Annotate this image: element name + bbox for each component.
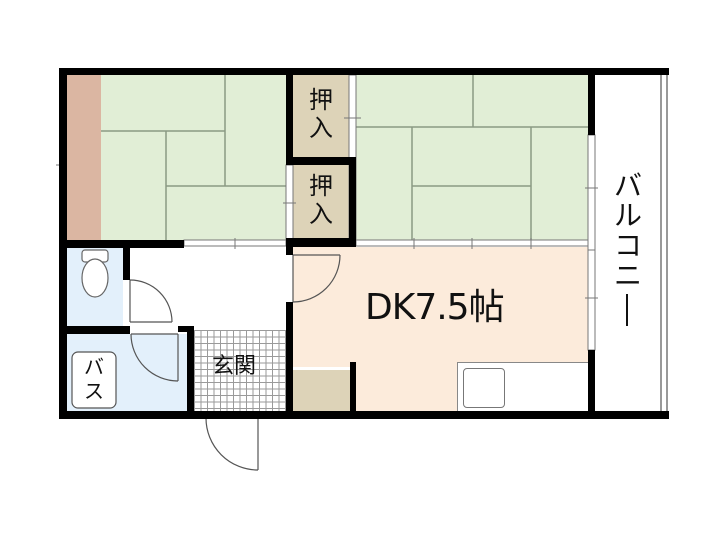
wall-closet-right	[349, 157, 356, 247]
wall-dk-top	[286, 238, 356, 247]
genkan-label: 玄関	[212, 354, 257, 379]
wall-toilet-bottom	[59, 326, 130, 334]
closet-upper-char-2: 入	[309, 114, 333, 142]
dk-storage	[293, 367, 350, 414]
balcony-char: ル	[613, 199, 642, 232]
room-closet-upper	[293, 75, 349, 157]
closet-lower-char-1: 押	[309, 172, 333, 200]
balcony-char: コ	[613, 229, 642, 262]
closet-lower-label: 押 入	[303, 174, 339, 226]
wall-center-vertical	[286, 68, 293, 165]
dk-label: DK7.5帖	[365, 287, 505, 328]
wall-bath-right	[187, 326, 194, 419]
room-closet-lower	[293, 165, 349, 238]
wall-bottom	[59, 411, 669, 419]
room-genkan	[194, 330, 287, 412]
wall-dk-left-lower	[286, 302, 293, 419]
bath-char-2: ス	[84, 379, 104, 403]
balcony-char	[612, 292, 644, 328]
wall-closet-divider	[286, 157, 356, 165]
closet-lower-char-2: 入	[309, 200, 333, 228]
wall-dk-left-upper	[286, 238, 293, 255]
wall-balcony-divider-bottom	[588, 350, 595, 419]
bath-char-1: バ	[84, 355, 104, 379]
bath-label: バ ス	[78, 357, 110, 401]
room-washitsu-right	[356, 75, 588, 240]
wall-top	[59, 68, 669, 75]
wall-toilet-right	[123, 240, 130, 280]
sink-icon	[463, 368, 505, 408]
wall-storage-right	[350, 362, 356, 419]
wall-balcony-divider-top	[588, 68, 595, 135]
wall-genkan-top	[178, 326, 194, 332]
balcony-label: バ ル コ ニ	[612, 172, 644, 328]
tokonoma-strip	[67, 75, 101, 240]
balcony-char: ニ	[613, 259, 642, 292]
wall-left-room-bottom	[59, 240, 184, 248]
room-washitsu-left	[101, 75, 286, 240]
closet-upper-char-1: 押	[309, 86, 333, 114]
closet-upper-label: 押 入	[303, 88, 339, 140]
balcony-char: バ	[613, 169, 642, 202]
